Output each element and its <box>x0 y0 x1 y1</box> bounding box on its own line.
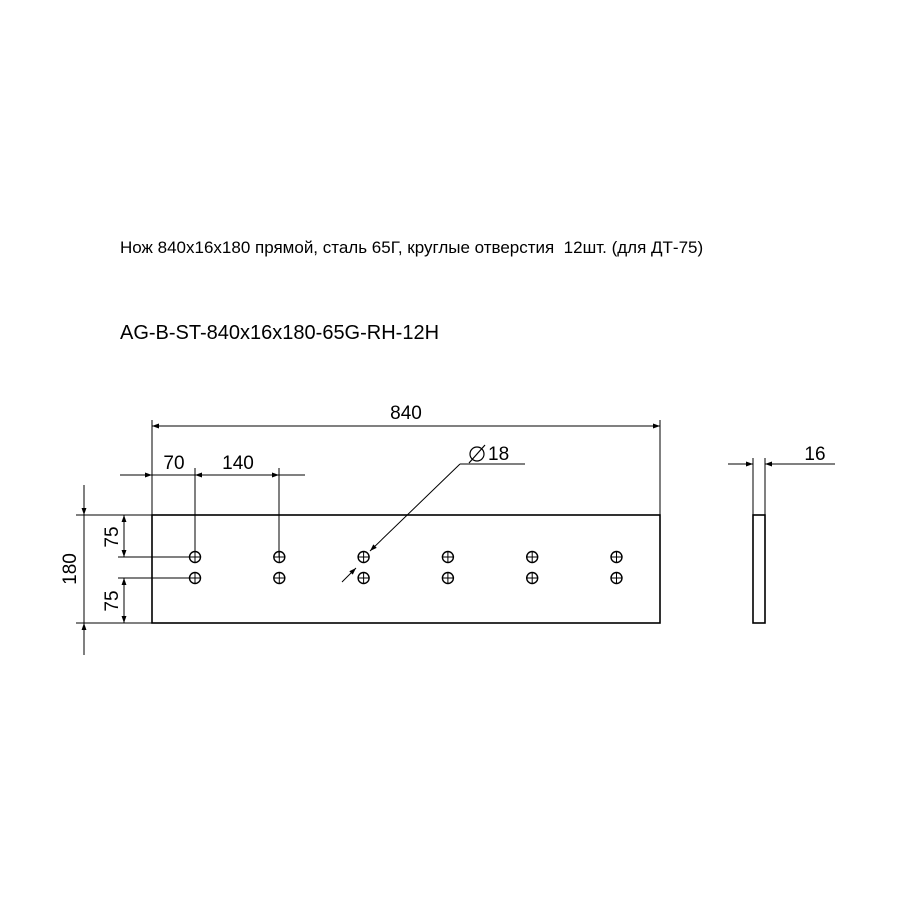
blade-side-view <box>752 514 766 624</box>
mounting-hole <box>273 571 286 585</box>
mounting-hole <box>610 550 623 564</box>
mounting-hole <box>526 550 539 564</box>
mounting-hole <box>441 571 455 585</box>
dimension-hole-diameter: 18 <box>341 444 525 583</box>
dimension-hole-pitch: 140 <box>195 453 305 557</box>
dim-label-840: 840 <box>390 403 422 424</box>
mounting-hole <box>610 571 623 585</box>
dim-label-70: 70 <box>163 453 184 474</box>
dim-label-140: 140 <box>222 453 254 474</box>
dimension-bottom-offset: 75 <box>102 577 195 623</box>
dimension-overall-length: 840 <box>151 403 661 515</box>
dimension-top-offset: 75 <box>102 515 195 558</box>
dim-label-75-top: 75 <box>102 526 123 547</box>
dim-label-180: 180 <box>60 553 81 585</box>
mounting-hole <box>441 550 455 564</box>
dim-label-75-bottom: 75 <box>102 590 123 611</box>
holes-group <box>188 550 623 585</box>
drawing-title: Нож 840x16x180 прямой, сталь 65Г, круглы… <box>120 238 704 257</box>
dim-label-16: 16 <box>804 444 825 465</box>
blade-front-view <box>151 514 661 624</box>
dim-label-diameter: 18 <box>488 444 509 465</box>
dimension-height: 180 <box>60 485 152 655</box>
mounting-hole <box>526 571 539 585</box>
mounting-hole <box>357 571 370 585</box>
mounting-hole <box>357 550 370 564</box>
dimension-edge-to-hole: 70 <box>120 453 196 557</box>
diameter-symbol-icon <box>469 446 485 462</box>
dimension-thickness: 16 <box>728 444 835 515</box>
part-code: AG-B-ST-840x16x180-65G-RH-12H <box>120 322 440 344</box>
